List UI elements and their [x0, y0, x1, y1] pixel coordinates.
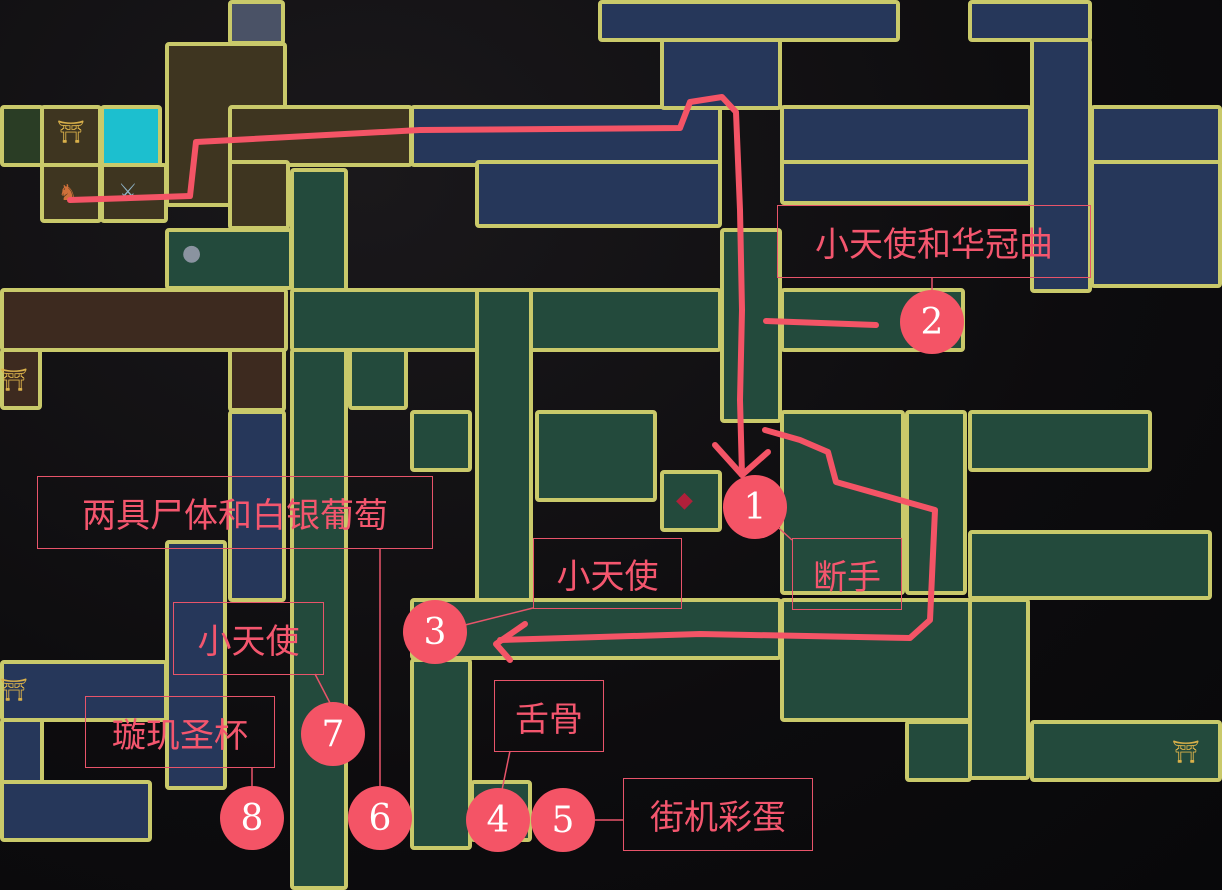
label-box-3: 小天使 [533, 538, 682, 609]
map-room [410, 410, 472, 472]
map-room [0, 288, 288, 352]
map-room [535, 410, 657, 502]
label-box-1: 断手 [792, 538, 902, 610]
map-room [0, 718, 44, 790]
map-room [905, 720, 972, 782]
map-room [290, 348, 348, 890]
map-room [780, 160, 1032, 205]
marker-3[interactable]: 3 [403, 600, 467, 664]
map-room [228, 160, 290, 230]
marker-2[interactable]: 2 [900, 290, 964, 354]
map-room [348, 348, 408, 410]
map-room [780, 598, 972, 722]
route-pointer-2 [763, 318, 879, 328]
prie-dieu-shrine-icon: ⛩ [0, 678, 28, 703]
marker-8[interactable]: 8 [220, 786, 284, 850]
map-room [228, 410, 286, 602]
route-path-1 [67, 94, 745, 478]
map-room [720, 228, 782, 423]
map-room [1030, 38, 1092, 293]
map-room [475, 288, 533, 603]
map-room [290, 168, 348, 292]
label-box-4: 舌骨 [494, 680, 604, 752]
marker-5[interactable]: 5 [531, 788, 595, 852]
label-box-5: 街机彩蛋 [623, 778, 813, 851]
prie-dieu-shrine-icon: ⛩ [1172, 740, 1200, 765]
rock-item-icon: ● [182, 241, 202, 266]
map-room [968, 410, 1152, 472]
prie-dieu-shrine-icon: ⛩ [57, 120, 85, 145]
marker-6[interactable]: 6 [348, 786, 412, 850]
marker-1[interactable]: 1 [723, 475, 787, 539]
map-room [0, 660, 168, 722]
map-room [968, 598, 1030, 780]
route-path-2 [497, 427, 938, 643]
label-box-8: 璇玑圣杯 [85, 696, 275, 768]
map-room [228, 0, 285, 45]
route-arrowhead-2 [493, 621, 528, 663]
route-arrowhead-1 [712, 442, 771, 478]
prie-dieu-shrine-icon: ⛩ [0, 368, 28, 393]
map-room [0, 348, 42, 410]
map-room [475, 160, 722, 228]
label-box-6: 两具尸体和白银葡萄 [37, 476, 433, 549]
label-box-7: 小天使 [173, 602, 324, 675]
map-room [410, 658, 472, 850]
map-room [660, 470, 722, 532]
leader-line-7 [314, 673, 331, 704]
leader-line-4 [501, 750, 511, 791]
map-room [228, 348, 286, 412]
map-room [968, 530, 1212, 600]
heart-relic-icon: ◆ [676, 488, 693, 513]
map-room [1030, 720, 1222, 782]
map-room [1090, 160, 1222, 288]
map-room [100, 163, 168, 223]
map-room [100, 105, 162, 167]
map-room [1090, 105, 1222, 167]
map-room [0, 780, 152, 842]
marker-7[interactable]: 7 [301, 702, 365, 766]
leader-line-3 [464, 607, 534, 626]
marker-4[interactable]: 4 [466, 788, 530, 852]
label-box-2: 小天使和华冠曲 [777, 205, 1091, 278]
map-room [40, 105, 102, 167]
